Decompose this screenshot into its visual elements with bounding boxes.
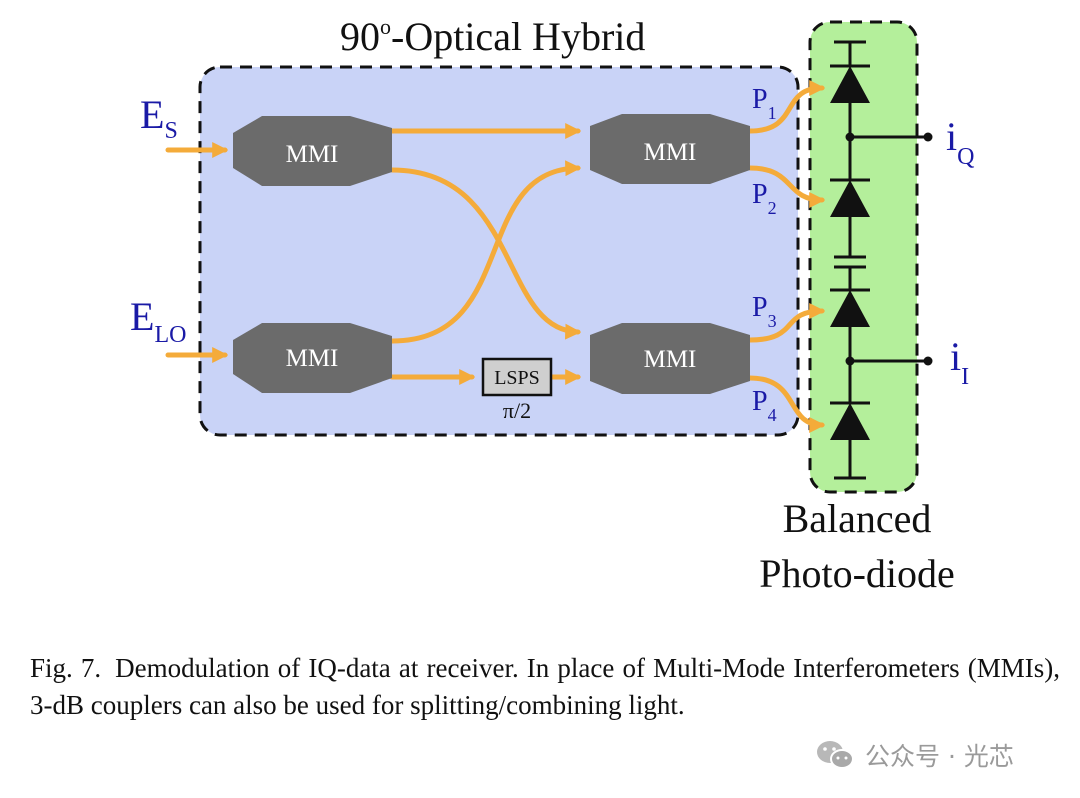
hybrid-title: 90o-Optical Hybrid bbox=[340, 14, 645, 59]
waveguide-p4 bbox=[747, 375, 826, 433]
node-dot bbox=[923, 132, 933, 142]
node-dot bbox=[923, 356, 933, 366]
waveguide-p3 bbox=[747, 303, 826, 343]
optical-hybrid-diagram: 90o-Optical Hybrid MMI MMI MMI MMI LSPS … bbox=[130, 14, 974, 596]
caption-text: Demodulation of IQ-data at receiver. In … bbox=[30, 653, 1060, 720]
watermark: 公众号 · 光芯 bbox=[815, 735, 1014, 775]
lsps-phase-shifter bbox=[481, 357, 553, 397]
mmi-label: MMI bbox=[644, 139, 697, 166]
port-p3-label: P3 bbox=[752, 292, 777, 331]
phase-shift-value: π/2 bbox=[503, 398, 531, 423]
lo-input-label: ELO bbox=[130, 294, 186, 348]
mmi-label: MMI bbox=[644, 346, 697, 373]
mmi-label: MMI bbox=[286, 345, 339, 372]
waveguide-cross-down bbox=[389, 167, 582, 340]
figure-caption: Fig. 7.Demodulation of IQ-data at receiv… bbox=[30, 650, 1060, 724]
photodiode-3 bbox=[830, 288, 870, 327]
watermark-text: 公众号 · 光芯 bbox=[865, 742, 1014, 771]
waveguide-p2 bbox=[747, 165, 826, 208]
photodiode-4 bbox=[830, 401, 870, 440]
port-p2-label: P2 bbox=[752, 179, 777, 218]
detector-label-line1: Balanced bbox=[783, 496, 932, 541]
iq-output-label: iQ bbox=[946, 114, 974, 170]
photodiode-2 bbox=[830, 178, 870, 217]
waveguide-cross-up bbox=[389, 160, 582, 344]
lsps-label: LSPS bbox=[494, 367, 540, 389]
ii-output-label: iI bbox=[950, 334, 969, 390]
detector-label-line2: Photo-diode bbox=[759, 551, 955, 596]
wechat-icon bbox=[817, 741, 854, 769]
mmi-block bbox=[233, 116, 392, 186]
mmi-block bbox=[590, 323, 750, 394]
mmi-block bbox=[233, 323, 392, 393]
waveguide-p1 bbox=[747, 80, 826, 134]
figure-number: Fig. 7. bbox=[30, 653, 102, 683]
signal-input-label: ES bbox=[140, 92, 178, 144]
mmi-label: MMI bbox=[286, 141, 339, 168]
photodiode-1 bbox=[830, 64, 870, 103]
node-dot bbox=[845, 132, 855, 142]
port-p1-label: P1 bbox=[752, 84, 777, 123]
mmi-block bbox=[590, 114, 750, 184]
port-p4-label: P4 bbox=[752, 386, 777, 425]
node-dot bbox=[845, 356, 855, 366]
